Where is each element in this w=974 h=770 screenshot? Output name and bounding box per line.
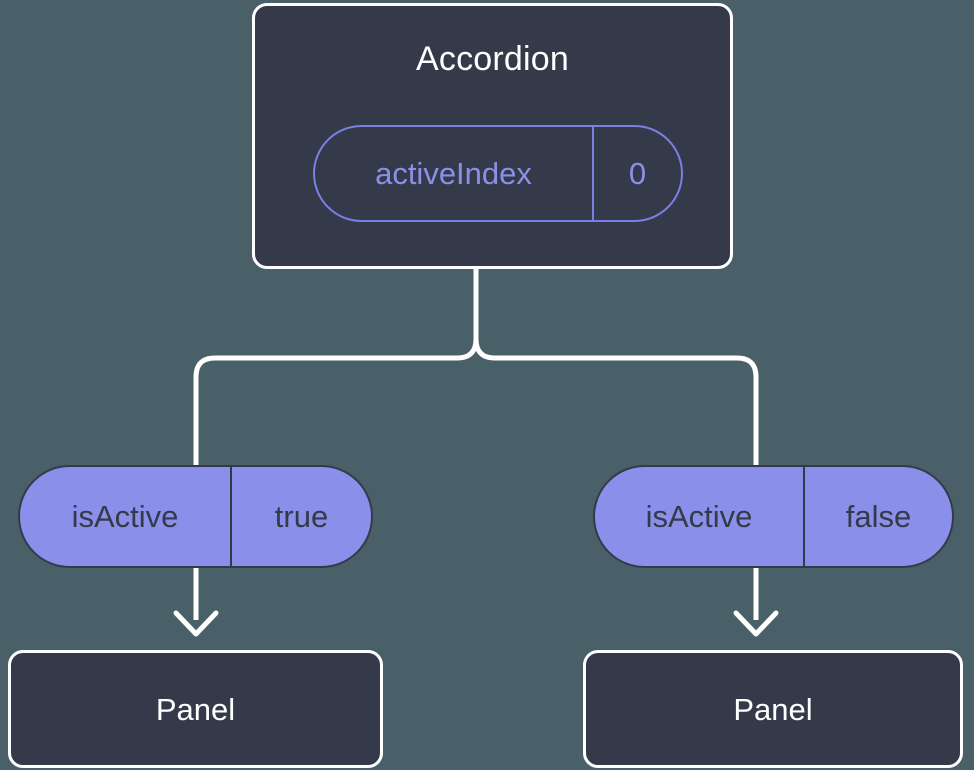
isactive-true-pill[interactable]: isActive true bbox=[18, 465, 373, 568]
connector-fork-path bbox=[193, 266, 479, 469]
arrow-right-head bbox=[733, 610, 779, 637]
accordion-title: Accordion bbox=[416, 40, 569, 78]
isactive-false-value: false bbox=[845, 498, 912, 534]
panel-node-left[interactable]: Panel bbox=[8, 650, 383, 768]
isactive-false-pill[interactable]: isActive false bbox=[593, 465, 954, 568]
activeindex-prop-pill[interactable]: activeIndex 0 bbox=[313, 125, 683, 222]
isactive-false-key: isActive bbox=[595, 467, 805, 566]
activeindex-prop-value: 0 bbox=[628, 155, 647, 191]
connector-fork-path-right bbox=[473, 336, 759, 469]
panel-right-title: Panel bbox=[733, 691, 813, 727]
activeindex-prop-key: activeIndex bbox=[315, 127, 594, 220]
panel-node-right[interactable]: Panel bbox=[583, 650, 963, 768]
isactive-true-key: isActive bbox=[20, 467, 232, 566]
panel-left-title: Panel bbox=[155, 691, 236, 727]
accordion-node[interactable]: Accordion activeIndex 0 bbox=[252, 3, 733, 269]
arrow-left-head bbox=[173, 610, 219, 637]
isactive-true-value: true bbox=[274, 498, 329, 534]
